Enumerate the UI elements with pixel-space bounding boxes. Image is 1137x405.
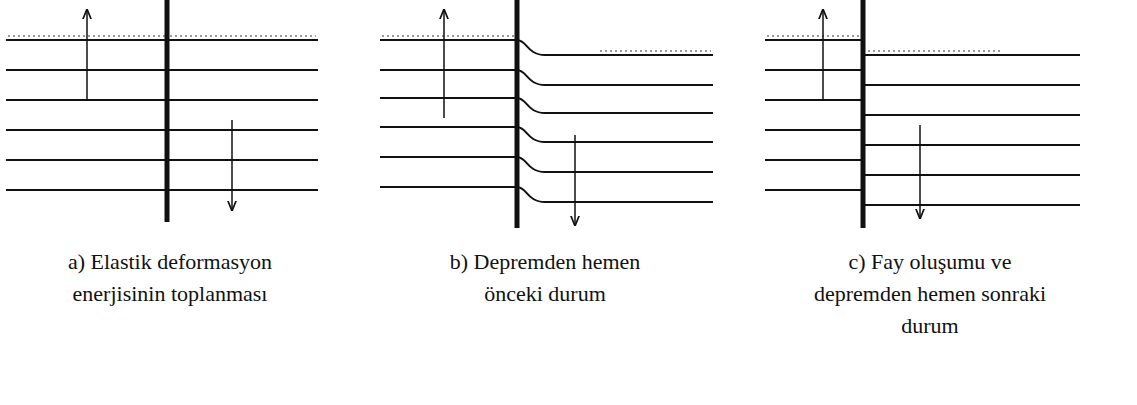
panel-caption: c) Fay oluşumu ve depremden hemen sonrak… bbox=[802, 246, 1058, 342]
panel-caption: b) Depremden hemen önceki durum bbox=[435, 246, 655, 310]
panel-caption: a) Elastik deformasyon enerjisinin topla… bbox=[40, 246, 300, 310]
